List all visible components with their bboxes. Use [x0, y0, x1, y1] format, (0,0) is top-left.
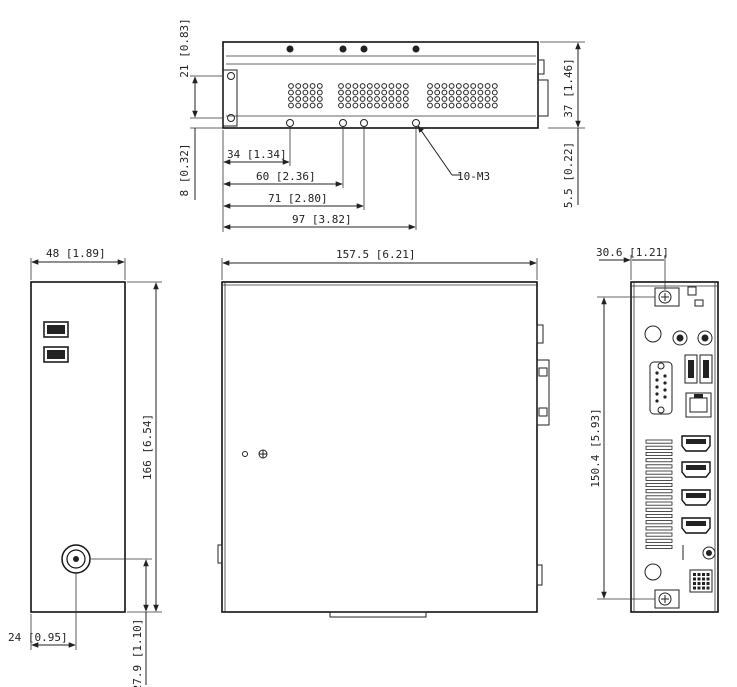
antenna-jack [644, 563, 662, 581]
hole-marker [242, 451, 248, 457]
dim-label-30-6: 30.6 [1.21] [596, 246, 669, 259]
dim-label-71: 71 [2.80] [268, 192, 328, 205]
dim-label-60: 60 [2.36] [256, 170, 316, 183]
dim-label-157-5: 157.5 [6.21] [336, 248, 415, 261]
screw-hole [412, 45, 420, 53]
vent-holes [288, 83, 498, 109]
ethernet-port [685, 392, 712, 418]
dim-label-150-4: 150.4 [5.93] [589, 408, 602, 487]
dc-jack [702, 546, 716, 560]
audio-jack [672, 330, 688, 346]
audio-jack [697, 330, 713, 346]
usb-port [699, 354, 713, 384]
top-view-body [222, 41, 539, 129]
screw-hole [360, 45, 368, 53]
left-side-view: 48 [1.89] 166 [6.54] 24 [0.95] 27.9 [1.1… [8, 247, 162, 687]
dim-label-37: 37 [1.46] [562, 58, 575, 118]
antenna-jack [644, 325, 662, 343]
hdmi-ports [681, 435, 711, 534]
screw-hole [286, 45, 294, 53]
serial-port [649, 361, 673, 415]
right-side-view: 30.6 [1.21] 150.4 [5.93] [589, 246, 719, 613]
screw-hole [360, 119, 368, 127]
dim-label-24: 24 [0.95] [8, 631, 68, 644]
top-view: 21 [0.83] 8 [0.32] 37 [1.46] 5.5 [0.22] … [178, 18, 585, 232]
dim-label-34: 34 [1.34] [227, 148, 287, 161]
screw-note: 10-M3 [457, 170, 490, 183]
terminal-block [689, 569, 713, 593]
dim-label-97: 97 [3.82] [292, 213, 352, 226]
dim-label-27-9: 27.9 [1.10] [131, 619, 144, 687]
dim-label-8: 8 [0.32] [178, 144, 191, 197]
front-view: 157.5 [6.21] [217, 248, 550, 618]
serial-pins [655, 371, 667, 403]
screw-hole [339, 119, 347, 127]
screw-hole [412, 119, 420, 127]
vent-slots [645, 439, 673, 550]
dim-label-21: 21 [0.83] [178, 18, 191, 78]
dim-label-5-5: 5.5 [0.22] [562, 142, 575, 208]
screw-hole [339, 45, 347, 53]
front-view-body [221, 281, 538, 613]
dim-label-48: 48 [1.89] [46, 247, 106, 260]
usb-port [684, 354, 698, 384]
screw-hole [286, 119, 294, 127]
dim-label-166: 166 [6.54] [141, 414, 154, 480]
